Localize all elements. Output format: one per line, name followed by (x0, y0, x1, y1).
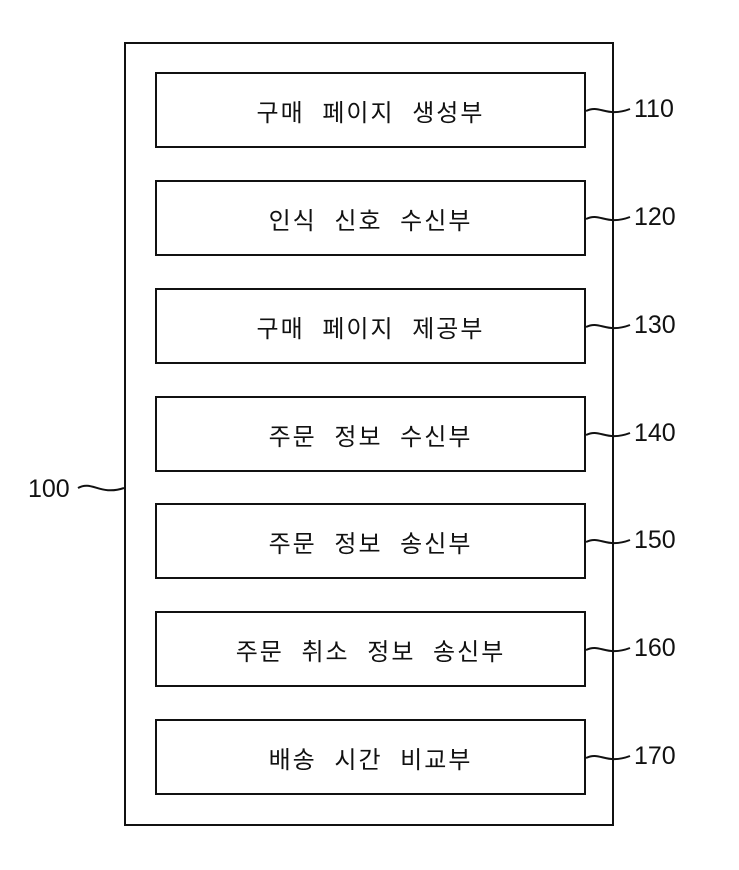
ref-label-120: 120 (634, 203, 676, 231)
ref-label-170: 170 (634, 742, 676, 770)
ref-label-160: 160 (634, 634, 676, 662)
block-order-info-receiver: 주문 정보 수신부 (155, 396, 586, 472)
block-delivery-time-comparator: 배송 시간 비교부 (155, 719, 586, 795)
block-recognition-signal-receiver: 인식 신호 수신부 (155, 180, 586, 256)
block-order-info-transmitter: 주문 정보 송신부 (155, 503, 586, 579)
leader-line-100 (77, 484, 125, 492)
ref-label-140: 140 (634, 419, 676, 447)
block-order-cancel-info-transmitter: 주문 취소 정보 송신부 (155, 611, 586, 687)
ref-label-110: 110 (634, 95, 674, 123)
block-purchase-page-provider: 구매 페이지 제공부 (155, 288, 586, 364)
block-purchase-page-generator: 구매 페이지 생성부 (155, 72, 586, 148)
ref-label-130: 130 (634, 311, 676, 339)
ref-label-100: 100 (28, 475, 70, 503)
ref-label-150: 150 (634, 526, 676, 554)
